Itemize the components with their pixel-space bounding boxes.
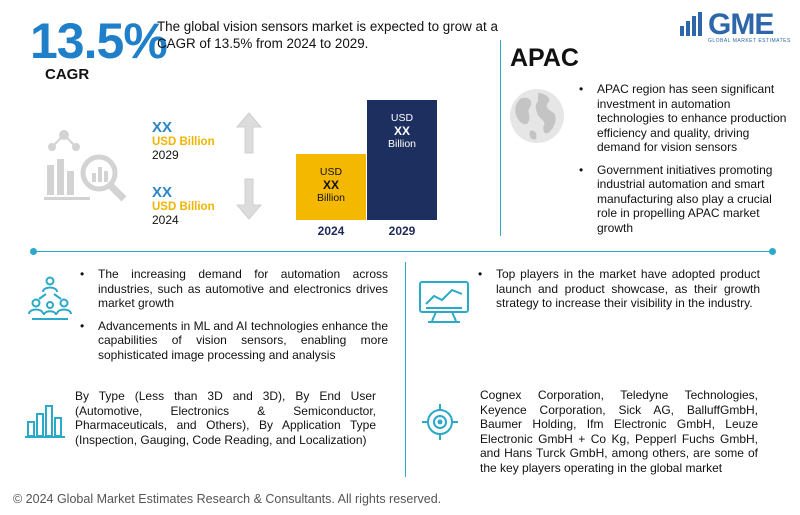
logo <box>678 10 706 38</box>
target-icon <box>420 402 460 442</box>
arrow-down-icon <box>236 178 262 220</box>
divider-vertical-top <box>500 40 501 236</box>
logo-subtext: GLOBAL MARKET ESTIMATES <box>708 38 791 44</box>
bar-chart-icon <box>24 402 66 440</box>
year-2024: 2024 <box>152 213 179 227</box>
footer-copyright: © 2024 Global Market Estimates Research … <box>13 492 442 506</box>
divider-end-left <box>30 248 37 255</box>
cagr-label: CAGR <box>45 66 90 83</box>
bar-label: XX <box>322 178 339 192</box>
region-name: APAC <box>510 44 579 72</box>
key-players-text: Cognex Corporation, Teledyne Technologie… <box>480 388 758 475</box>
logo-text: GME <box>708 8 774 41</box>
unit-2029: USD Billion <box>152 136 215 148</box>
segments-text: By Type (Less than 3D and 3D), By End Us… <box>75 389 376 447</box>
globe-icon <box>508 85 566 147</box>
driver-bullet: The increasing demand for automation acr… <box>76 267 388 311</box>
bar-year-label: 2029 <box>388 224 416 238</box>
arrow-up-icon <box>236 112 262 154</box>
bar-label: USD <box>390 112 414 124</box>
driver-bullets: The increasing demand for automation acr… <box>76 267 388 370</box>
cagr-value: 13.5% <box>30 13 168 69</box>
value-2029: XX <box>152 119 173 136</box>
driver-bullet: Advancements in ML and AI technologies e… <box>76 319 388 363</box>
market-size-2029: XX USD Billion 2029 <box>152 119 215 162</box>
divider-horizontal <box>33 251 773 252</box>
region-bullet: Government initiatives promoting industr… <box>575 163 787 236</box>
divider-vertical-bottom <box>405 262 406 477</box>
bar-year-label: 2024 <box>317 224 345 238</box>
monitor-chart-icon <box>418 280 470 324</box>
unit-2024: USD Billion <box>152 201 215 213</box>
market-size-2024: XX USD Billion 2024 <box>152 184 215 227</box>
value-2024: XX <box>152 184 173 201</box>
bar-label: Billion <box>316 192 345 204</box>
region-bullet: APAC region has seen significant investm… <box>575 82 787 155</box>
year-2029: 2029 <box>152 148 179 162</box>
analytics-icon <box>42 125 132 205</box>
network-people-icon <box>28 275 72 323</box>
bar-years: 2024 2029 <box>296 224 438 238</box>
bar-label: XX <box>393 124 410 138</box>
intro-text: The global vision sensors market is expe… <box>157 19 498 51</box>
region-bullets: APAC region has seen significant investm… <box>575 82 787 243</box>
strategy-bullet: Top players in the market have adopted p… <box>474 267 760 311</box>
bar-label: USD <box>319 166 343 178</box>
logo-icon <box>680 12 702 36</box>
strategy-bullets: Top players in the market have adopted p… <box>474 267 760 319</box>
bar-label: Billion <box>387 138 416 150</box>
divider-end-right <box>769 248 776 255</box>
